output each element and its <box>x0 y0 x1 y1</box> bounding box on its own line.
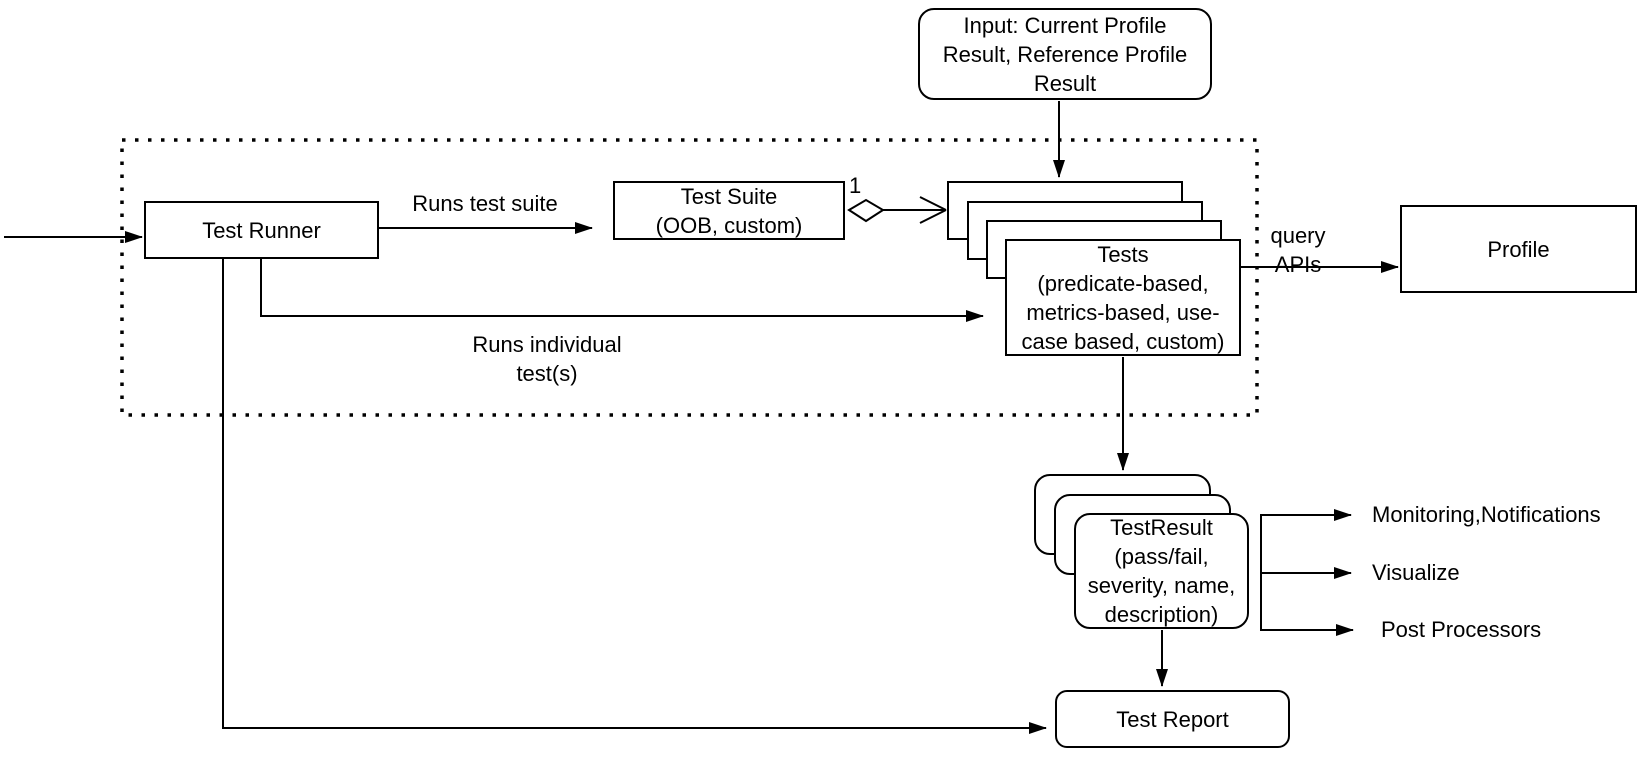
test-suite-box: Test Suite (OOB, custom) <box>613 181 845 240</box>
arrow-runner-to-report <box>222 258 1047 734</box>
test-suite-line2: (OOB, custom) <box>655 212 803 238</box>
runs-individual-tests-label: Runs individual test(s) <box>447 330 647 388</box>
testresult-line2: (pass/fail, <box>1114 544 1209 569</box>
visualize-label: Visualize <box>1372 560 1460 585</box>
test-report-label: Test Report <box>1116 706 1229 732</box>
tests-box: Tests (predicate-based, metrics-based, u… <box>1005 239 1241 356</box>
runs-individual-line1: Runs individual <box>472 332 622 357</box>
testresult-line1: TestResult <box>1110 515 1213 540</box>
input-box-line3: Result <box>1033 70 1097 96</box>
test-report-box: Test Report <box>1055 690 1290 748</box>
query-apis-line2: APIs <box>1274 252 1322 277</box>
post-processors-label: Post Processors <box>1381 617 1542 642</box>
multiplicity-one-label: 1 <box>849 173 862 198</box>
query-apis-line1: query <box>1270 223 1326 248</box>
test-suite-line1: Test Suite <box>680 183 778 209</box>
arrow-runs-individual-tests <box>260 257 984 322</box>
profile-box: Profile <box>1400 205 1637 293</box>
test-runner-boundary-dotted-box <box>120 138 1259 417</box>
profile-label: Profile <box>1487 236 1550 262</box>
runs-test-suite-label: Runs test suite <box>412 191 558 216</box>
aggregation-diamond-icon <box>847 198 885 223</box>
tests-line3: metrics-based, use- <box>1026 299 1220 325</box>
query-apis-label: query APIs <box>1248 221 1348 279</box>
input-box: Input: Current Profile Result, Reference… <box>918 8 1212 100</box>
monitoring-notifications-label: Monitoring,Notifications <box>1372 502 1601 527</box>
testresult-line3: severity, name, <box>1087 573 1236 598</box>
input-box-line1: Input: Current Profile <box>963 12 1167 38</box>
test-runner-label: Test Runner <box>202 217 321 243</box>
testresult-line4: description) <box>1104 602 1219 627</box>
tests-line4: case based, custom) <box>1021 328 1225 354</box>
tests-line2: (predicate-based, <box>1037 270 1209 296</box>
testresult-box: TestResult (pass/fail, severity, name, d… <box>1074 513 1249 629</box>
input-box-line2: Result, Reference Profile <box>942 41 1188 67</box>
runs-individual-line2: test(s) <box>516 361 578 386</box>
tests-line1: Tests <box>1097 241 1149 267</box>
open-arrowhead <box>919 196 947 224</box>
test-runner-box: Test Runner <box>144 201 379 259</box>
